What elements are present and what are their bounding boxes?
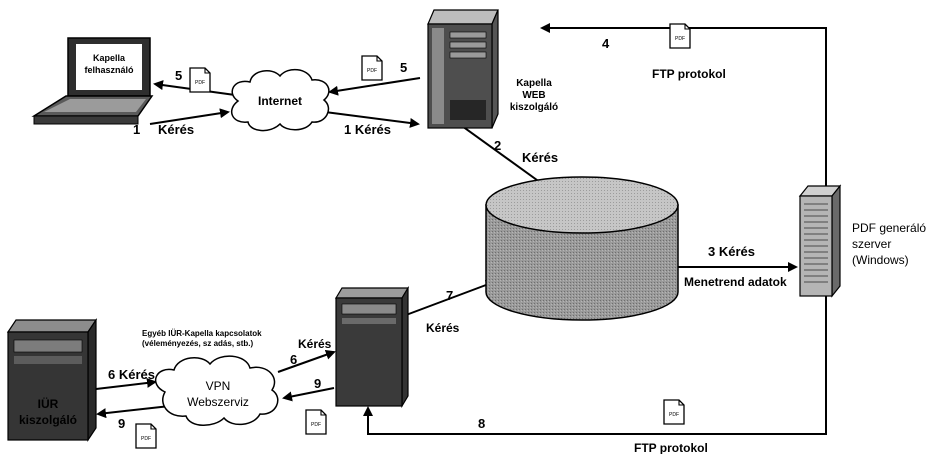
itr-server-node: IÜR kiszolgáló [6, 318, 98, 442]
step-label: 1 Kérés [344, 122, 391, 137]
svg-text:PDF: PDF [367, 68, 377, 74]
laptop-screen [76, 44, 142, 90]
itr-server-label-1: IÜR [38, 396, 59, 411]
web-server-side [491, 9, 499, 129]
step-label: 1 [133, 122, 140, 137]
middle-server-side [401, 285, 409, 409]
step-label: Kérés [158, 122, 194, 137]
middle-server-front [335, 297, 403, 407]
pdf-server-label-3: (Windows) [852, 253, 909, 267]
arrow-middle-to-vpn [282, 387, 335, 402]
web-server-label-2: WEB [522, 90, 545, 101]
laptop-label-1: Kapella [93, 53, 126, 63]
svg-text:PDF: PDF [675, 36, 685, 42]
step-label: Kérés [298, 337, 332, 351]
itr-server-top [6, 319, 98, 333]
database-top [485, 176, 679, 234]
connections [95, 23, 827, 435]
middle-server-top [334, 287, 410, 299]
pdf-document-icon: PDF [663, 399, 685, 425]
laptop-label-2: felhasználó [84, 65, 134, 75]
step-label: FTP protokol [634, 441, 708, 454]
step-label: 8 [478, 416, 485, 431]
web-server-vent [450, 100, 486, 120]
step-label: 6 Kérés [108, 367, 155, 382]
web-server-node: Kapella WEB kiszolgáló [427, 9, 558, 129]
arrow-internet-to-web [324, 111, 420, 128]
web-server-label-3: kiszolgáló [510, 102, 558, 113]
connection-note: Egyéb IÜR-Kapella kapcsolatok [142, 329, 262, 338]
web-server-bay-2 [449, 41, 487, 49]
pdf-server-slots [804, 203, 828, 283]
pdf-server-side [831, 184, 841, 298]
vpn-cloud-node: VPN Webszerviz [154, 355, 279, 426]
pdf-server-label-1: PDF generáló [852, 221, 926, 235]
laptop-front [33, 115, 139, 125]
step-label: 5 [400, 60, 407, 75]
itr-server-bay [13, 339, 83, 353]
ftp-line-pdf-to-middle [363, 296, 827, 435]
step-label: 9 [118, 416, 125, 431]
step-label: 5 [175, 68, 182, 83]
pdf-document-icon: PDF [361, 55, 383, 81]
connection-note: (véleményezés, sz adás, stb.) [142, 339, 254, 348]
ftp-line-pdf-to-web [540, 23, 827, 186]
svg-text:PDF: PDF [669, 412, 679, 418]
internet-label: Internet [258, 94, 302, 108]
step-label: 4 [602, 36, 610, 51]
pdf-document-icon: PDF [669, 23, 691, 49]
step-label: FTP protokol [652, 67, 726, 81]
web-server-bay-1 [449, 31, 487, 39]
step-label: Kérés [426, 321, 460, 335]
pdf-server-node: PDF generáló szerver (Windows) [798, 184, 926, 298]
arrow-laptop-to-internet [149, 108, 230, 125]
itr-server-bay-2 [14, 356, 82, 364]
itr-server-side [87, 318, 97, 442]
itr-server-label-2: kiszolgáló [19, 413, 77, 427]
middle-server-bay [341, 303, 397, 315]
svg-text:PDF: PDF [195, 80, 205, 86]
laptop-user-node: Kapella felhasználó [31, 37, 154, 125]
internet-cloud-shape [230, 68, 330, 132]
pdf-server-label-2: szerver [852, 237, 891, 251]
arrow-itr-to-vpn [95, 377, 157, 390]
vpn-label-1: VPN [206, 379, 231, 393]
step-label: 3 Kérés [708, 244, 755, 259]
svg-text:PDF: PDF [311, 422, 321, 428]
step-label: Menetrend adatok [684, 275, 787, 289]
pdf-document-icon: PDF [189, 67, 211, 93]
arrow-vpn-to-itr [96, 405, 171, 419]
vpn-label-2: Webszerviz [187, 395, 249, 409]
arrow-middle-to-db [405, 280, 496, 316]
web-server-top [427, 9, 499, 25]
database-node [485, 176, 679, 321]
step-label: 9 [314, 376, 321, 391]
step-labels: 1 Kérés 5 1 Kérés 5 2 Kérés 4 FTP protok… [108, 36, 787, 454]
pdf-document-icon: PDF [305, 409, 327, 435]
middle-server-node [334, 285, 410, 409]
step-label: Kérés [522, 150, 558, 165]
middle-server-bay-2 [342, 318, 396, 324]
step-label: 6 [290, 352, 297, 367]
web-server-bay-3 [449, 51, 487, 59]
arrow-web-to-internet [328, 77, 421, 96]
svg-text:PDF: PDF [141, 436, 151, 442]
database-body [485, 204, 679, 321]
web-server-panel [432, 28, 444, 124]
arrow-vpn-to-middle [277, 349, 336, 373]
laptop-keyboard [44, 99, 146, 112]
step-label: 2 [494, 138, 501, 153]
step-label: 7 [446, 288, 453, 303]
web-server-label-1: Kapella [516, 78, 552, 89]
arrow-web-to-db [461, 125, 550, 190]
pdf-document-icon: PDF [135, 423, 157, 449]
internet-cloud-node: Internet [230, 68, 330, 132]
vpn-cloud-shape [154, 355, 279, 426]
